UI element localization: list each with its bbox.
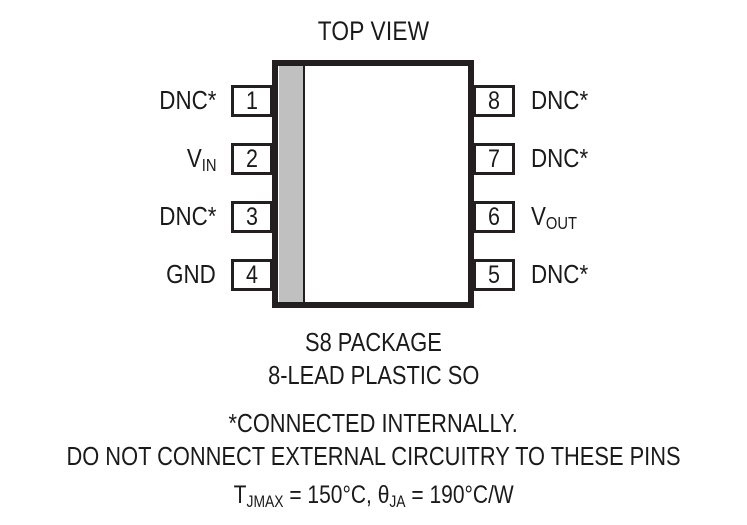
pin-label-1-text: DNC* [158, 84, 216, 115]
pin-label-8-text: DNC* [531, 84, 589, 115]
pin-label-2: VIN [182, 142, 216, 175]
pin-number-1: 1 [246, 86, 258, 115]
pin-box-3: 3 [231, 201, 273, 233]
pin-number-3: 3 [246, 202, 258, 231]
pin-label-5-text: DNC* [531, 258, 589, 289]
pin-number-6: 6 [488, 202, 500, 231]
tjmax-value: = 150°C, [283, 481, 378, 509]
theta-value: = 190°C/W [405, 481, 514, 509]
pin-label-4-text: GND [166, 258, 216, 289]
package-name-caption: S8 PACKAGE [0, 327, 747, 358]
pin-label-3: DNC* [150, 201, 216, 233]
pin-box-7: 7 [473, 143, 515, 175]
pin-label-6: VOUT [531, 201, 585, 233]
tjmax-symbol: T [233, 481, 247, 509]
footnote-line-2-text: DO NOT CONNECT EXTERNAL CIRCUITRY TO THE… [66, 441, 681, 471]
diagram-title: TOP VIEW [317, 16, 430, 46]
pin-box-5: 5 [473, 259, 515, 291]
footnote-line-2: DO NOT CONNECT EXTERNAL CIRCUITRY TO THE… [0, 441, 747, 472]
pin-label-7: DNC* [531, 143, 597, 175]
pin-box-8: 8 [473, 85, 515, 117]
theta-subscript: JA [389, 493, 406, 512]
pin-label-2-sub: IN [201, 154, 216, 175]
package-body-outline [272, 60, 474, 308]
pin-number-7: 7 [488, 144, 500, 173]
pin-box-2: 2 [231, 143, 273, 175]
pin-label-1: DNC* [150, 85, 216, 117]
footnote-line-1-text: *CONNECTED INTERNALLY. [228, 408, 519, 438]
pin-label-6-sub: OUT [545, 212, 578, 233]
tjmax-subscript: JMAX [246, 493, 284, 512]
package-notch-bar [279, 66, 305, 302]
pin-label-6-text: V [531, 200, 546, 231]
thermal-spec-line: TJMAX = 150°C, θJA = 190°C/W [0, 481, 747, 512]
theta-symbol: θ [377, 481, 390, 509]
pin-number-8: 8 [488, 86, 500, 115]
pin-box-6: 6 [473, 201, 515, 233]
pin-number-4: 4 [246, 260, 258, 289]
footnote-line-1: *CONNECTED INTERNALLY. [0, 408, 747, 439]
pin-label-4: GND [158, 259, 216, 291]
pin-label-7-text: DNC* [531, 142, 589, 173]
pin-number-5: 5 [488, 260, 500, 289]
pin-box-4: 4 [231, 259, 273, 291]
pin-label-3-text: DNC* [158, 200, 216, 231]
package-desc-text: 8-LEAD PLASTIC SO [267, 360, 480, 390]
package-desc-caption: 8-LEAD PLASTIC SO [0, 360, 747, 391]
pin-label-8: DNC* [531, 85, 597, 117]
pin-label-2-text: V [186, 142, 202, 173]
pin-box-1: 1 [231, 85, 273, 117]
package-name-text: S8 PACKAGE [305, 327, 442, 357]
pin-label-5: DNC* [531, 259, 597, 291]
pin-number-2: 2 [246, 144, 258, 173]
